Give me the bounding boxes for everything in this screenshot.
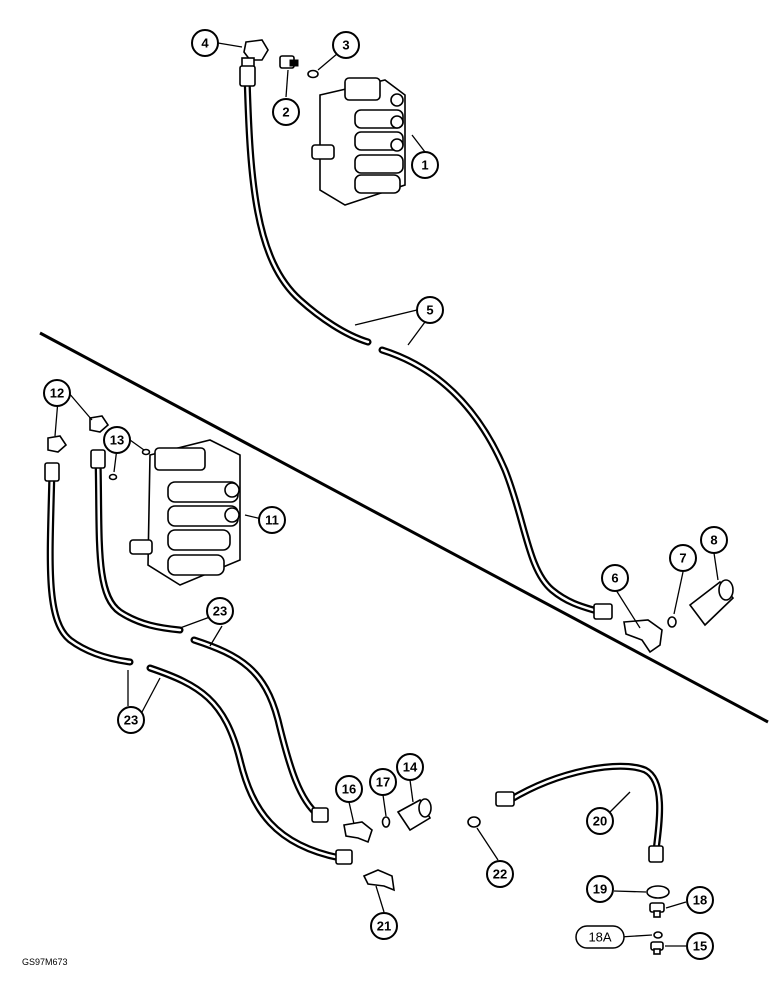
callout-23-left: 23 [117, 706, 145, 734]
o-ring-13b [141, 448, 151, 456]
callout-label: 23 [213, 604, 227, 619]
quick-coupler-8 [688, 579, 735, 627]
callout-19: 19 [586, 875, 614, 903]
callout-6: 6 [601, 564, 629, 592]
hose-20 [495, 762, 664, 863]
callout-1: 1 [411, 151, 439, 179]
o-ring-7 [667, 616, 677, 628]
callout-22: 22 [486, 860, 514, 888]
callout-16: 16 [335, 775, 363, 803]
o-ring-3 [307, 69, 319, 79]
callout-label: 21 [377, 919, 391, 934]
callout-label: 20 [593, 814, 607, 829]
elbow-fitting-6 [623, 619, 663, 654]
callout-8: 8 [700, 526, 728, 554]
o-ring-13 [108, 473, 118, 481]
callout-label: 1 [421, 158, 428, 173]
callout-label: 22 [493, 867, 507, 882]
callout-label: 16 [342, 782, 356, 797]
callout-11: 11 [258, 506, 286, 534]
elbow-fitting-16 [343, 821, 373, 844]
control-valve-lower [129, 439, 241, 586]
control-valve-upper [311, 77, 406, 206]
bolt-15 [650, 941, 664, 955]
callout-label: 3 [342, 38, 349, 53]
adapter-fitting-2 [279, 55, 299, 69]
callout-label: 23 [124, 713, 138, 728]
callout-label: 11 [265, 513, 279, 528]
callout-label: 13 [110, 433, 124, 448]
figure-code: GS97M673 [22, 957, 68, 967]
coupler-14 [396, 798, 432, 832]
callout-20: 20 [586, 807, 614, 835]
hose-lower-left-23 [44, 462, 353, 865]
o-ring-18a [653, 931, 663, 939]
leader-lines [54, 42, 719, 947]
callout-12: 12 [43, 379, 71, 407]
callout-label: 19 [593, 882, 607, 897]
callout-4: 4 [191, 29, 219, 57]
callout-5: 5 [416, 296, 444, 324]
callout-7: 7 [669, 544, 697, 572]
elbow-fittings-12 [47, 415, 110, 453]
nut-22 [467, 816, 481, 828]
hose-upper-5 [239, 65, 613, 620]
section-divider-line [39, 331, 769, 724]
washer-19 [646, 885, 670, 899]
callout-2: 2 [272, 98, 300, 126]
callout-label: 5 [426, 303, 433, 318]
callout-label: 17 [376, 775, 390, 790]
callout-15: 15 [686, 932, 714, 960]
callout-label: 18 [693, 893, 707, 908]
callout-18: 18 [686, 886, 714, 914]
callout-label: 6 [611, 571, 618, 586]
callout-3: 3 [332, 31, 360, 59]
hose-lower-right-23 [90, 449, 329, 823]
callout-label: 12 [50, 386, 64, 401]
callout-13: 13 [103, 426, 131, 454]
callout-label: 8 [710, 533, 717, 548]
callout-label: 18A [588, 930, 611, 945]
bolt-18 [649, 902, 665, 918]
callout-23-right: 23 [206, 597, 234, 625]
callout-17: 17 [369, 768, 397, 796]
callout-label: 2 [282, 105, 289, 120]
callout-label: 7 [679, 551, 686, 566]
callout-18a: 18A [575, 925, 625, 949]
elbow-fitting-21 [362, 869, 395, 892]
callout-label: 15 [693, 939, 707, 954]
callout-label: 14 [403, 760, 418, 775]
callout-21: 21 [370, 912, 398, 940]
o-ring-17 [381, 816, 391, 828]
callout-label: 4 [201, 36, 209, 51]
callout-14: 14 [396, 753, 424, 781]
